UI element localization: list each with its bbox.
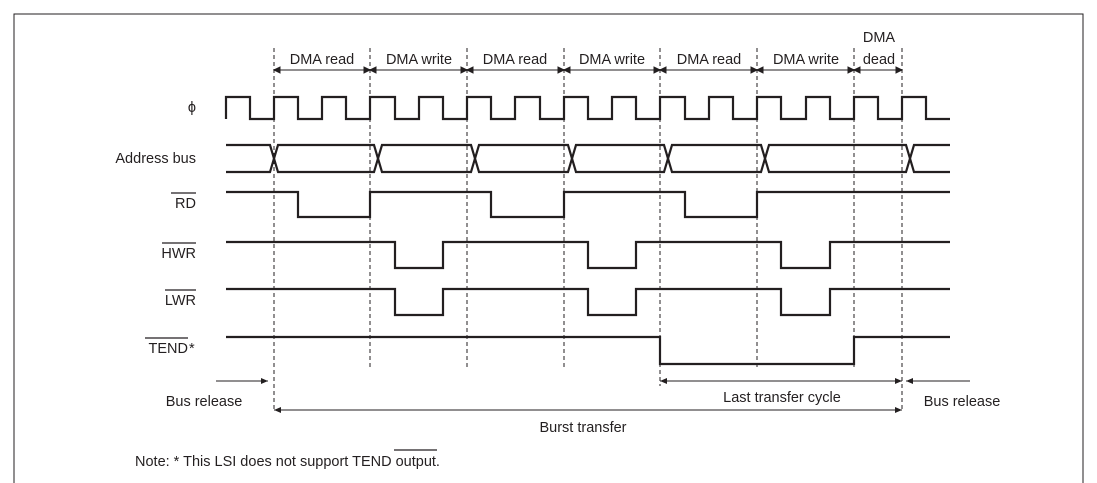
signal-label-hwr: HWR <box>161 246 196 262</box>
bus-release-right-arrow <box>906 378 970 384</box>
bus-release-left-label: Bus release <box>166 394 243 410</box>
phase-label-dma-write-3: DMA write <box>773 52 839 68</box>
last-transfer-cycle-label: Last transfer cycle <box>723 390 841 406</box>
phase-boundary-arrows <box>272 66 904 74</box>
footnote-suffix: output. <box>392 454 440 470</box>
footnote: Note: * This LSI does not support TEND o… <box>135 454 440 470</box>
lwr-waveform <box>226 287 950 317</box>
signal-label-address-bus: Address bus <box>115 151 196 167</box>
last-transfer-cycle-arrow <box>660 378 902 384</box>
bus-release-right-label: Bus release <box>924 394 1001 410</box>
phase-label-dma-read-1: DMA read <box>290 52 354 68</box>
address-bus-waveform <box>226 143 950 174</box>
signal-label-lwr: LWR <box>165 293 196 309</box>
footnote-prefix: Note: * This LSI does not support <box>135 454 352 470</box>
phase-label-dma-dead-line2: dead <box>863 52 895 68</box>
phase-label-dma-write-2: DMA write <box>579 52 645 68</box>
figure-frame <box>13 13 1084 483</box>
phase-label-dma-write-1: DMA write <box>386 52 452 68</box>
signal-label-phi: ϕ <box>188 100 196 116</box>
signal-label-rd: RD <box>175 196 196 212</box>
signal-label-tend: TEND <box>149 341 188 357</box>
phi-clock-waveform <box>224 95 950 121</box>
phase-label-dma-read-2: DMA read <box>483 52 547 68</box>
bus-release-left-arrow <box>216 378 268 384</box>
phase-label-dma-dead-line1: DMA <box>863 30 896 46</box>
phase-label-dma-read-3: DMA read <box>677 52 741 68</box>
tend-waveform <box>226 335 950 366</box>
hwr-waveform <box>226 240 950 270</box>
signal-label-tend-asterisk: * <box>189 341 195 357</box>
burst-transfer-label: Burst transfer <box>539 420 626 436</box>
footnote-tend: TEND <box>352 454 391 470</box>
rd-waveform <box>226 190 950 219</box>
burst-transfer-arrow <box>274 407 902 413</box>
